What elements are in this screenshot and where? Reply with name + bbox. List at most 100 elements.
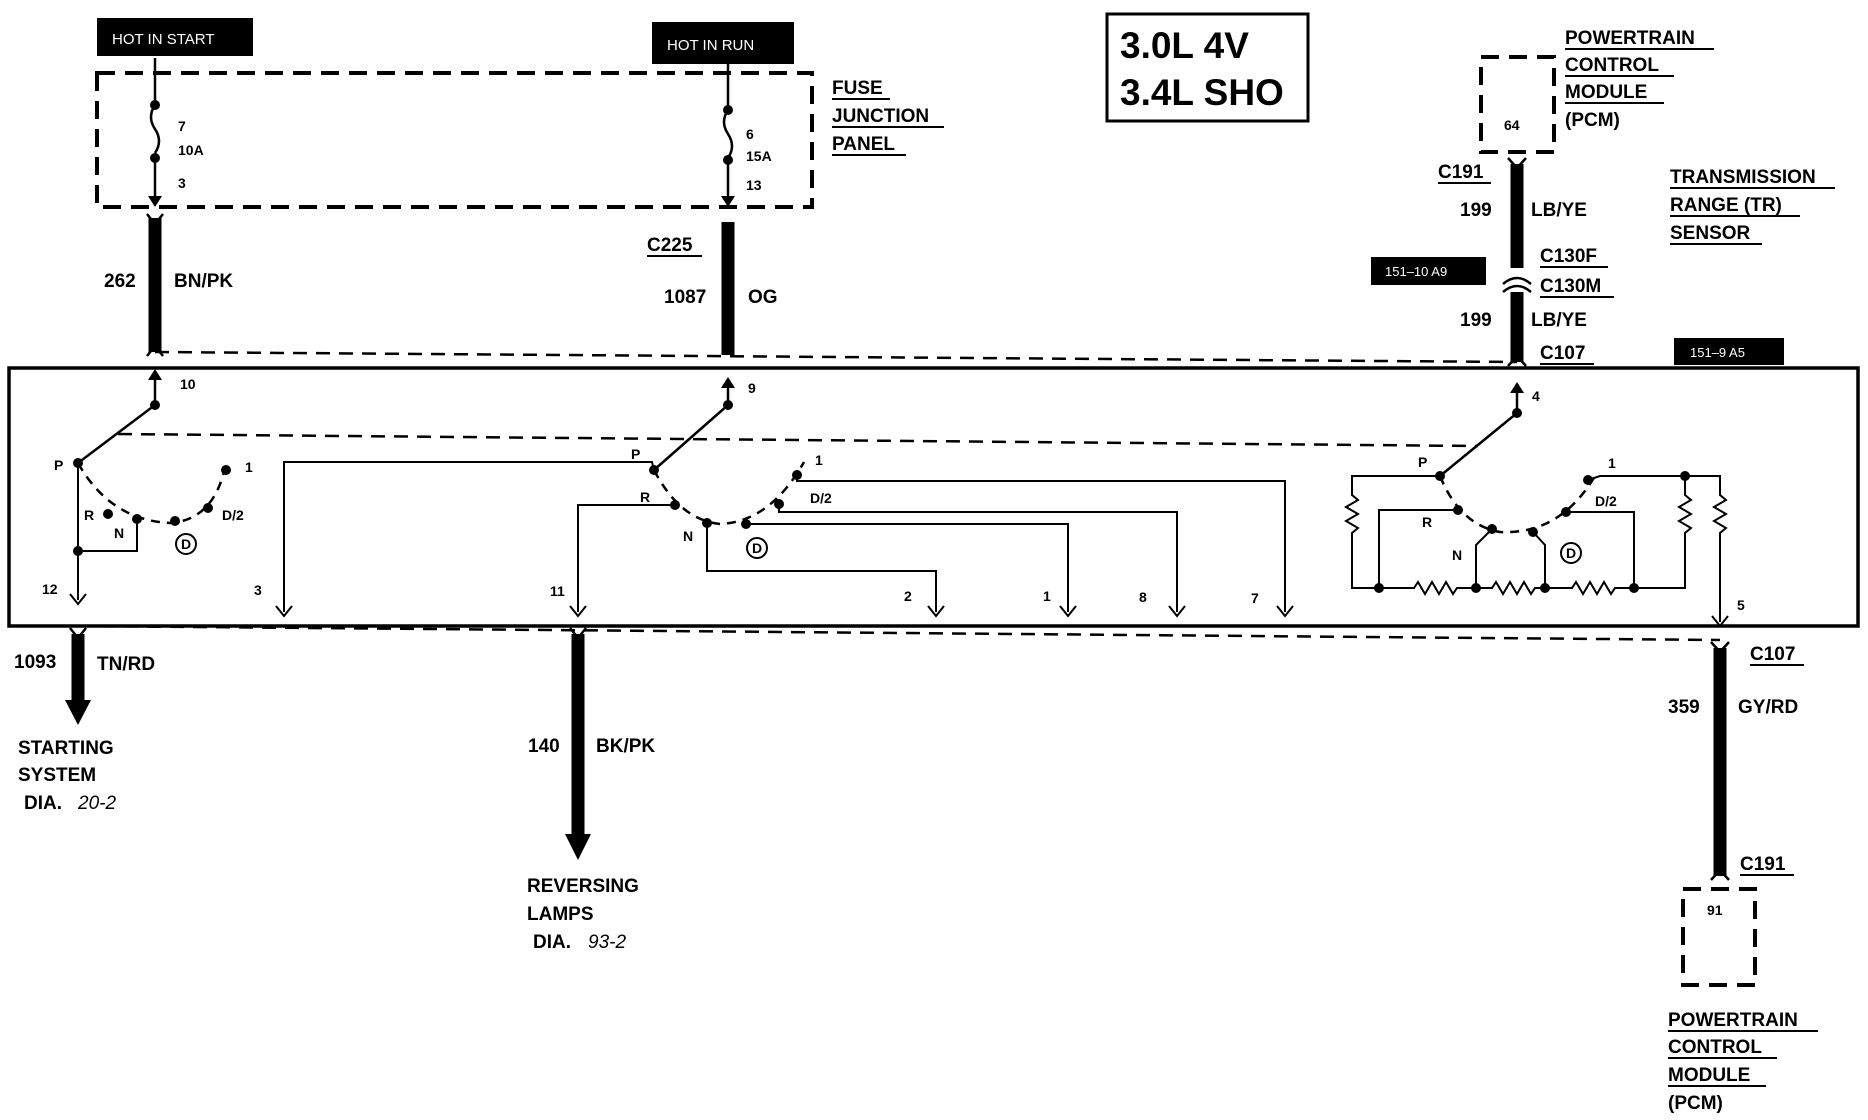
pin-5-label: 5 bbox=[1737, 597, 1745, 613]
wire-140-circuit: 140 bbox=[528, 736, 560, 757]
switch-reverse-pos-p: P bbox=[631, 446, 640, 462]
connector-c191-top: C191 bbox=[1438, 162, 1484, 183]
connector-c130f: C130F bbox=[1540, 246, 1597, 267]
engine-title-line2: 3.4L SHO bbox=[1120, 72, 1284, 113]
wire-262-circuit: 262 bbox=[104, 271, 136, 292]
wire-1093-circuit: 1093 bbox=[14, 652, 56, 673]
sensor-name-1: TRANSMISSION bbox=[1670, 167, 1816, 188]
fuse-panel-name-2: JUNCTION bbox=[832, 106, 929, 127]
switch-start-pos-1: 1 bbox=[245, 459, 253, 475]
switch-start-pos-d2: D/2 bbox=[222, 507, 244, 523]
pin-4-label: 4 bbox=[1532, 388, 1540, 404]
wire-199-upper-circuit: 199 bbox=[1460, 200, 1492, 221]
wire-199-lower-circuit: 199 bbox=[1460, 310, 1492, 331]
switch-start-pos-n: N bbox=[114, 525, 124, 541]
mechanical-link bbox=[117, 432, 1479, 448]
pcm-top: 64 POWERTRAIN CONTROL MODULE (PCM) bbox=[1479, 28, 1714, 154]
wire-140: 140 BK/PK REVERSING LAMPS DIA. 93-2 bbox=[527, 627, 655, 953]
wire-199-lower-color: LB/YE bbox=[1531, 310, 1587, 331]
tr-sensor-name: TRANSMISSION RANGE (TR) SENSOR bbox=[1670, 167, 1835, 245]
switch-reverse-pos-1: 1 bbox=[815, 452, 823, 468]
hot-in-run-label: HOT IN RUN bbox=[667, 37, 754, 54]
sensor-name-3: SENSOR bbox=[1670, 223, 1751, 244]
connector-c130m: C130M bbox=[1540, 276, 1601, 297]
fuse-6-terminal: 13 bbox=[746, 177, 762, 193]
pin-11-label: 11 bbox=[550, 583, 565, 599]
reversing-lamps-line2: LAMPS bbox=[527, 904, 594, 925]
connector-c107-bottom-line bbox=[77, 624, 1721, 642]
wire-359-circuit: 359 bbox=[1668, 697, 1700, 718]
pcm-bottom-name-1: POWERTRAIN bbox=[1668, 1010, 1798, 1031]
wire-359: C107 359 GY/RD C191 bbox=[1668, 641, 1804, 881]
fuse-panel-name-1: FUSE bbox=[832, 78, 883, 99]
switch-start-pos-r: R bbox=[84, 507, 94, 523]
wire-1093: 1093 TN/RD STARTING SYSTEM DIA. 20-2 bbox=[14, 627, 155, 814]
fuse-6: 6 15A 13 bbox=[721, 64, 772, 207]
starting-system-ref: 20-2 bbox=[77, 793, 116, 814]
switch-reverse-pos-r: R bbox=[640, 489, 650, 505]
fuse-6-rating: 15A bbox=[746, 148, 772, 164]
switch-pcm: P R N 1 D/2 D bbox=[1344, 382, 1745, 628]
fuse-7: 7 10A 3 bbox=[148, 58, 204, 207]
pcm-bottom-name-3: MODULE bbox=[1668, 1065, 1750, 1086]
pcm-bottom-name-2: CONTROL bbox=[1668, 1037, 1762, 1058]
fuse-7-terminal: 3 bbox=[178, 175, 186, 191]
switch-start-pos-p: P bbox=[54, 457, 63, 473]
connector-c107-top: C107 bbox=[1540, 343, 1585, 364]
pcm-bottom-name-4: (PCM) bbox=[1668, 1093, 1723, 1114]
switch-start-pos-d: D bbox=[181, 536, 191, 552]
wire-1087-circuit: 1087 bbox=[664, 287, 706, 308]
fuse-6-number: 6 bbox=[746, 126, 754, 142]
connector-c225: C225 bbox=[647, 235, 693, 256]
wire-359-color: GY/RD bbox=[1738, 697, 1798, 718]
switch-pcm-pos-n: N bbox=[1452, 547, 1462, 563]
switch-reverse-pos-d: D bbox=[752, 540, 762, 556]
pcm-top-name-1: POWERTRAIN bbox=[1565, 28, 1695, 49]
ref-c107: 151–9 A5 bbox=[1690, 345, 1745, 360]
fuse-7-number: 7 bbox=[178, 118, 186, 134]
pin-1-label: 1 bbox=[1043, 588, 1051, 604]
switch-reverse-pos-d2: D/2 bbox=[810, 490, 832, 506]
pcm-top-name-4: (PCM) bbox=[1565, 110, 1620, 131]
connector-c107-bottom: C107 bbox=[1750, 644, 1795, 665]
switch-pcm-pos-d: D bbox=[1566, 545, 1576, 561]
wire-199: C191 199 LB/YE 151–10 A9 C130F C130M 199… bbox=[1371, 157, 1784, 367]
switch-pcm-pos-r: R bbox=[1422, 514, 1432, 530]
pin-10-label: 10 bbox=[180, 376, 196, 392]
hot-in-run-tag: HOT IN RUN bbox=[652, 22, 794, 64]
switch-reverse-pos-n: N bbox=[683, 528, 693, 544]
switch-pcm-pos-d2: D/2 bbox=[1595, 493, 1617, 509]
fuse-junction-panel: FUSE JUNCTION PANEL 7 10A 3 6 15A bbox=[95, 58, 944, 209]
wire-262-color: BN/PK bbox=[174, 271, 233, 292]
switch-pcm-pos-p: P bbox=[1418, 454, 1427, 470]
pcm-top-name-3: MODULE bbox=[1565, 82, 1647, 103]
hot-in-start-label: HOT IN START bbox=[112, 31, 215, 48]
pcm-top-pin: 64 bbox=[1504, 117, 1520, 133]
reversing-lamps-ref: 93-2 bbox=[588, 932, 626, 953]
wire-262: 262 BN/PK bbox=[104, 213, 233, 357]
connector-c191-bottom: C191 bbox=[1740, 854, 1786, 875]
starting-system-line1: STARTING bbox=[18, 738, 114, 759]
reversing-lamps-line1: REVERSING bbox=[527, 876, 639, 897]
switch-pcm-pos-1: 1 bbox=[1608, 455, 1616, 471]
pcm-top-name-2: CONTROL bbox=[1565, 55, 1659, 76]
switch-reverse: P R N 1 D/2 D 3 11 2 1 8 bbox=[254, 377, 1294, 618]
engine-title-line1: 3.0L 4V bbox=[1120, 25, 1249, 66]
tr-sensor-box: 10 9 4 P R N 1 D/2 D 12 bbox=[7, 366, 1860, 628]
starting-system-dia: DIA. bbox=[24, 793, 62, 814]
wire-199-upper-color: LB/YE bbox=[1531, 200, 1587, 221]
reversing-lamps-dia: DIA. bbox=[533, 932, 571, 953]
fuse-7-rating: 10A bbox=[178, 142, 204, 158]
sensor-name-2: RANGE (TR) bbox=[1670, 195, 1782, 216]
switch-start: P R N 1 D/2 D 12 bbox=[42, 369, 253, 606]
fuse-panel-name-3: PANEL bbox=[832, 134, 895, 155]
pin-9-label: 9 bbox=[748, 380, 756, 396]
starting-system-line2: SYSTEM bbox=[18, 765, 96, 786]
hot-in-start-tag: HOT IN START bbox=[97, 18, 253, 56]
pin-3-label: 3 bbox=[254, 582, 262, 598]
wire-1087-color: OG bbox=[748, 287, 778, 308]
pin-2-label: 2 bbox=[904, 588, 912, 604]
pin-8-label: 8 bbox=[1139, 589, 1147, 605]
pcm-bottom: 91 POWERTRAIN CONTROL MODULE (PCM) bbox=[1668, 887, 1818, 1114]
